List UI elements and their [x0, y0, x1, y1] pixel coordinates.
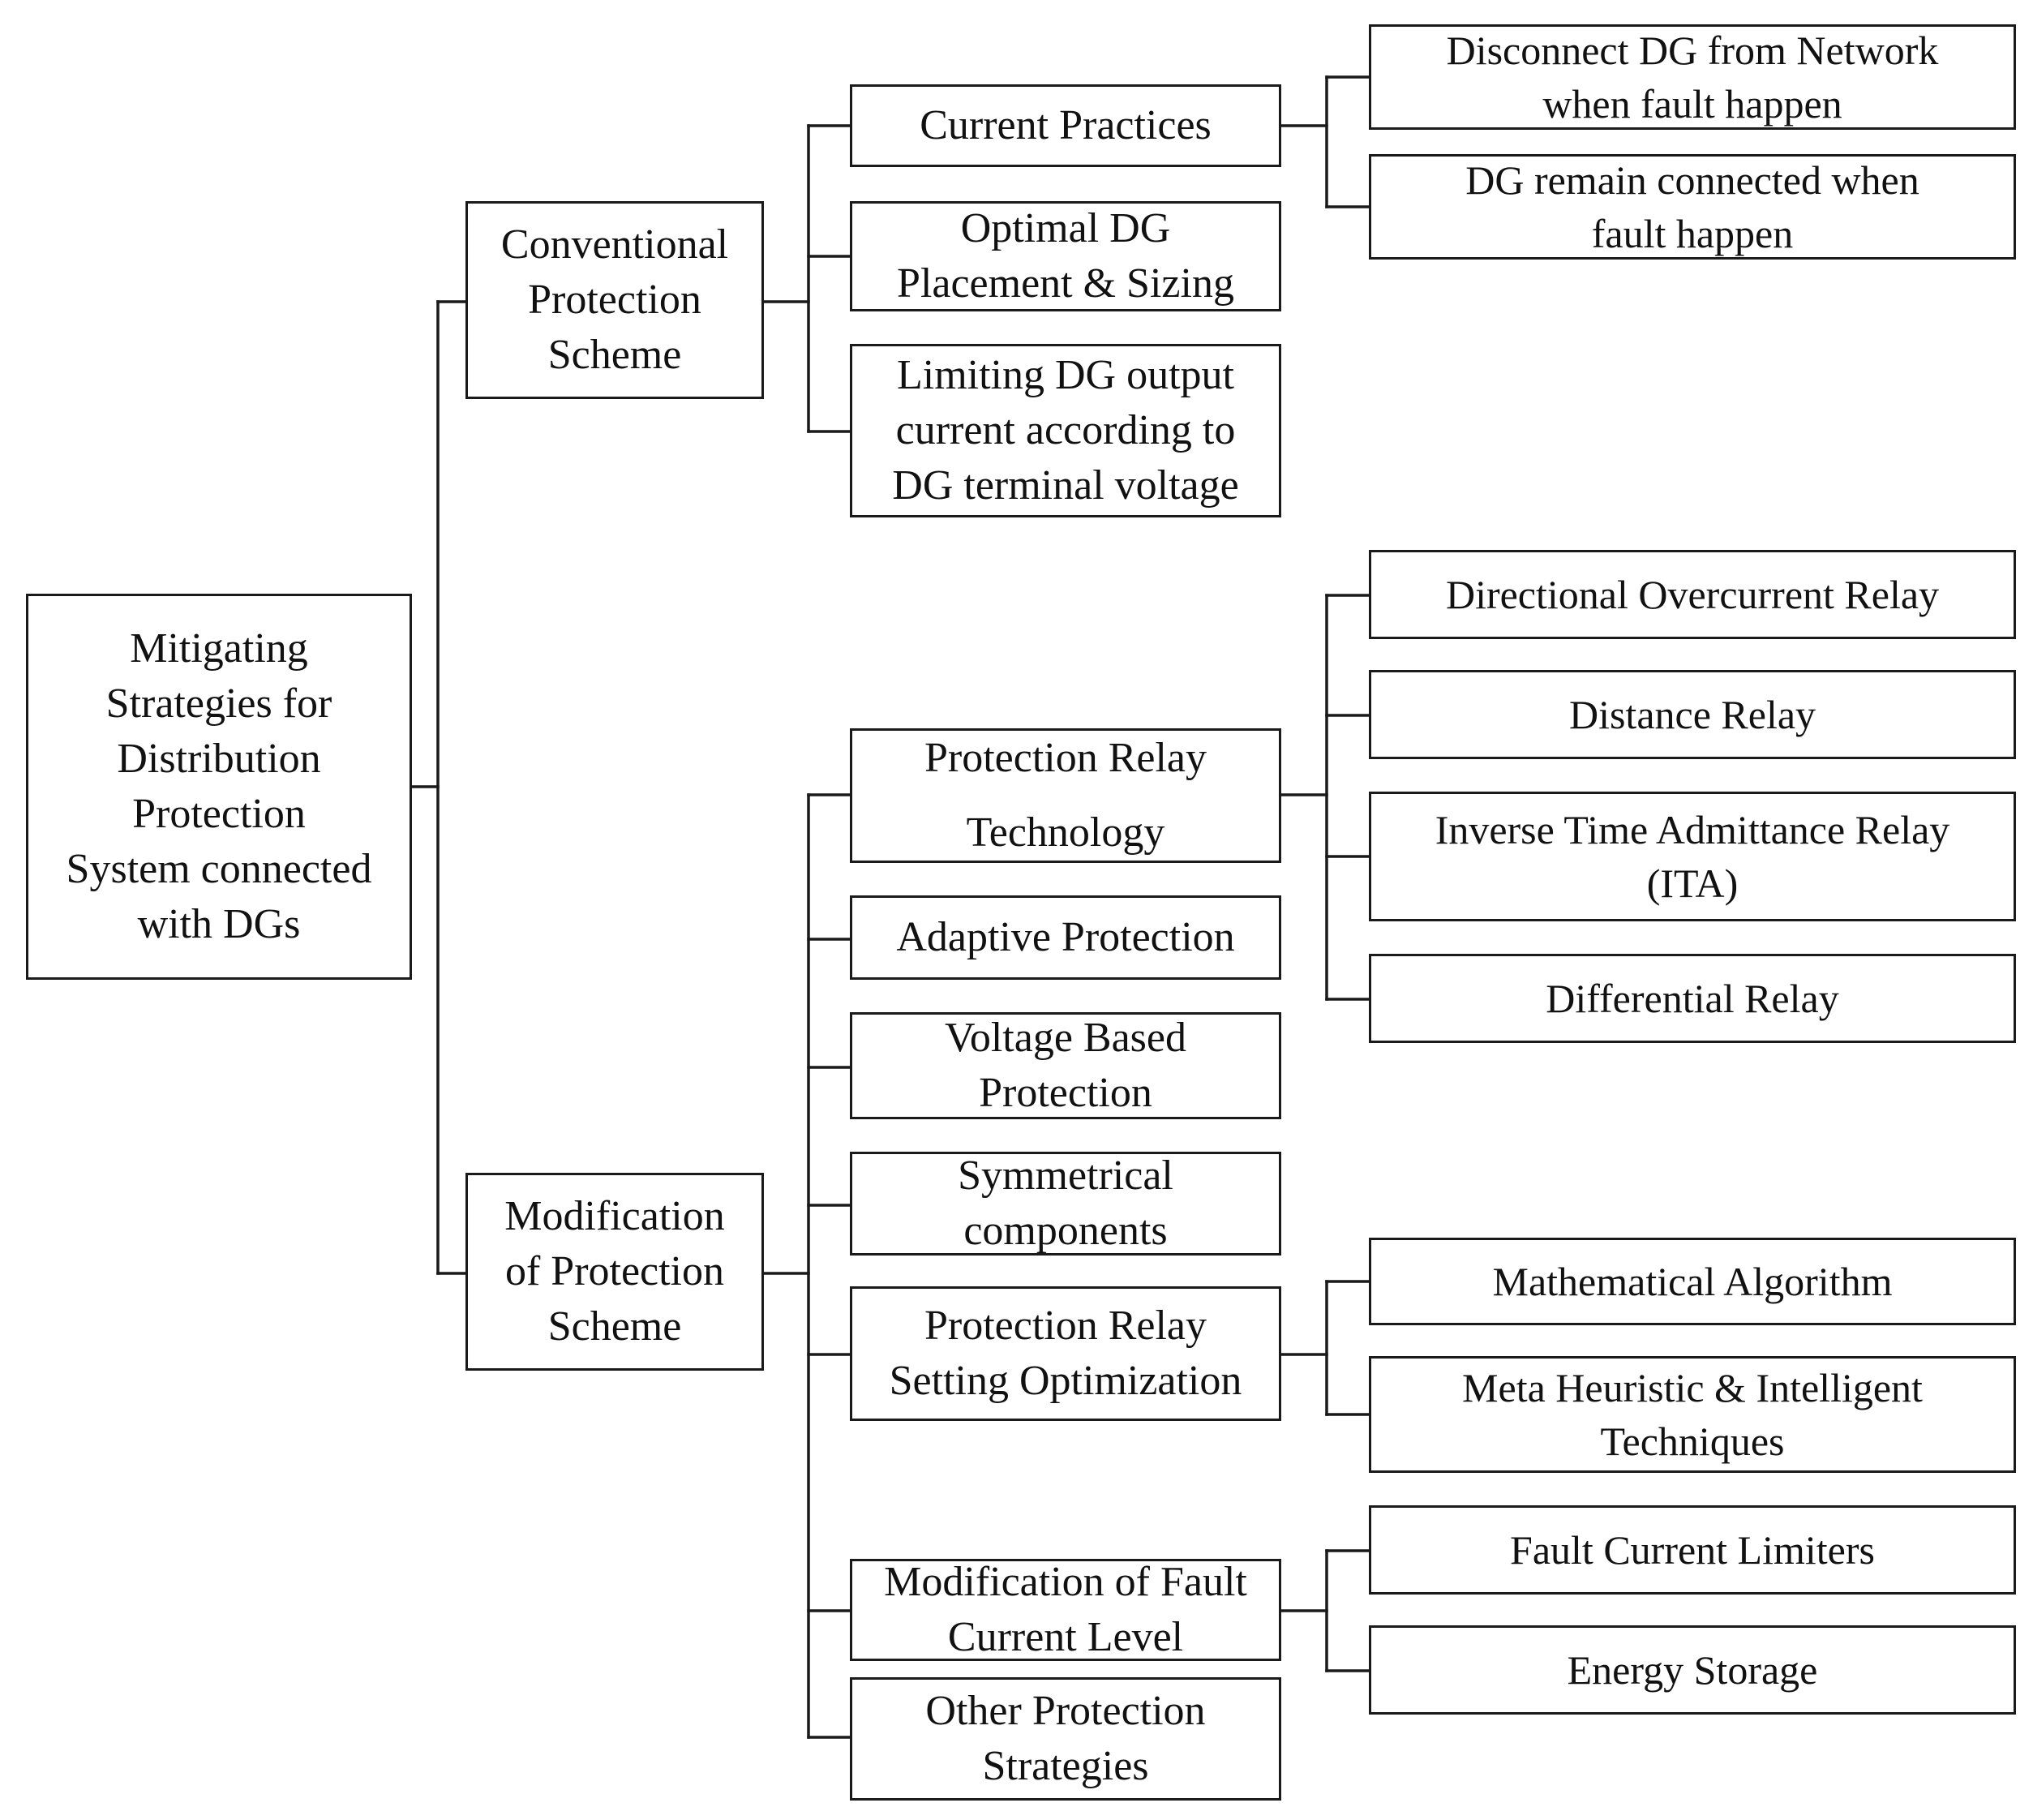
- voltage-based-node: Voltage Based Protection: [850, 1012, 1281, 1119]
- fault-current-limiters-label: Fault Current Limiters: [1510, 1527, 1875, 1573]
- mathematical-algorithm-node: Mathematical Algorithm: [1369, 1238, 2016, 1325]
- conventional-protection-label: Conventional Protection Scheme: [500, 221, 729, 378]
- distance-relay-node: Distance Relay: [1369, 670, 2016, 759]
- differential-relay-node: Differential Relay: [1369, 954, 2016, 1043]
- relay-technology-node: Protection Relay Technology: [850, 728, 1281, 863]
- optimal-dg-node: Optimal DG Placement & Sizing: [850, 201, 1281, 311]
- modification-protection-label: Modification of Protection Scheme: [504, 1193, 725, 1350]
- energy-storage-node: Energy Storage: [1369, 1625, 2016, 1715]
- mathematical-algorithm-label: Mathematical Algorithm: [1492, 1259, 1893, 1304]
- limiting-dg-node: Limiting DG output current according to …: [850, 344, 1281, 517]
- other-strategies-node: Other Protection Strategies: [850, 1677, 1281, 1801]
- meta-heuristic-label: Meta Heuristic & Intelligent Techniques: [1462, 1365, 1923, 1464]
- adaptive-protection-node: Adaptive Protection: [850, 895, 1281, 980]
- directional-overcurrent-relay-node: Directional Overcurrent Relay: [1369, 550, 2016, 639]
- other-strategies-label: Other Protection Strategies: [925, 1688, 1206, 1789]
- fault-current-level-label: Modification of Fault Current Level: [884, 1559, 1247, 1660]
- current-practices-node: Current Practices: [850, 84, 1281, 167]
- fault-current-level-node: Modification of Fault Current Level: [850, 1559, 1281, 1661]
- distance-relay-label: Distance Relay: [1568, 692, 1816, 737]
- symmetrical-components-node: Symmetrical components: [850, 1152, 1281, 1256]
- dg-remain-connected-label: DG remain connected when fault happen: [1465, 157, 1919, 256]
- fault-current-limiters-node: Fault Current Limiters: [1369, 1505, 2016, 1595]
- disconnect-dg-label: Disconnect DG from Network when fault ha…: [1446, 28, 1939, 127]
- differential-relay-label: Differential Relay: [1546, 976, 1839, 1021]
- energy-storage-label: Energy Storage: [1567, 1647, 1818, 1693]
- adaptive-protection-label: Adaptive Protection: [896, 914, 1235, 960]
- current-practices-label: Current Practices: [920, 102, 1212, 148]
- relay-setting-optimization-label: Protection Relay Setting Optimization: [889, 1303, 1242, 1404]
- root-node: Mitigating Strategies for Distribution P…: [26, 594, 412, 980]
- ita-relay-node: Inverse Time Admittance Relay (ITA): [1369, 792, 2016, 921]
- optimal-dg-label: Optimal DG Placement & Sizing: [897, 205, 1234, 307]
- dg-remain-connected-node: DG remain connected when fault happen: [1369, 154, 2016, 260]
- modification-protection-node: Modification of Protection Scheme: [465, 1173, 764, 1371]
- directional-overcurrent-relay-label: Directional Overcurrent Relay: [1445, 572, 1940, 617]
- voltage-based-label: Voltage Based Protection: [945, 1015, 1186, 1116]
- relay-technology-label: Protection Relay Technology: [924, 735, 1207, 856]
- limiting-dg-label: Limiting DG output current according to …: [892, 352, 1239, 509]
- relay-setting-optimization-node: Protection Relay Setting Optimization: [850, 1286, 1281, 1421]
- disconnect-dg-node: Disconnect DG from Network when fault ha…: [1369, 24, 2016, 130]
- conventional-protection-node: Conventional Protection Scheme: [465, 201, 764, 399]
- root-label: Mitigating Strategies for Distribution P…: [66, 625, 372, 947]
- symmetrical-components-label: Symmetrical components: [958, 1153, 1173, 1254]
- ita-relay-label: Inverse Time Admittance Relay (ITA): [1435, 807, 1950, 906]
- meta-heuristic-node: Meta Heuristic & Intelligent Techniques: [1369, 1356, 2016, 1473]
